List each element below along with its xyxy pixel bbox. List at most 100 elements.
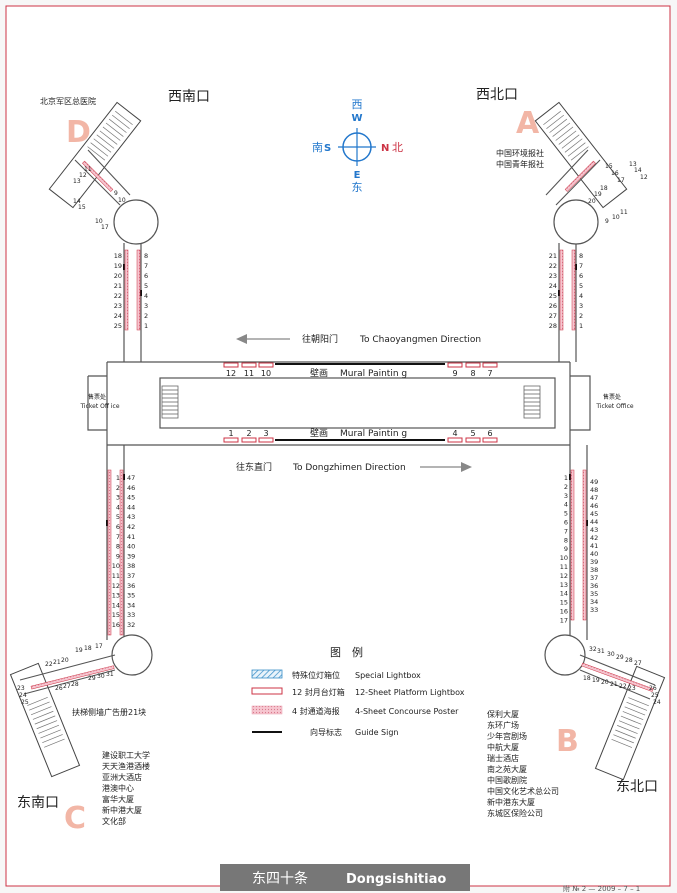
platform-number: 12 (226, 369, 236, 378)
stair-numbers-b: 32 31 30 29 28 27 18 19 20 21 22 23 26 2… (583, 646, 661, 706)
corridor-number: 45 (590, 510, 598, 518)
stair-number: 29 (616, 654, 624, 661)
corridor-number: 35 (590, 590, 598, 598)
corridor-number: 4 (116, 503, 120, 511)
corridor-number: 16 (112, 621, 120, 629)
corridor-number: 16 (560, 608, 568, 616)
stair-numbers-c: 22 21 20 19 18 17 26 27 28 29 30 31 23 2… (17, 643, 114, 706)
compass-north: N (381, 143, 389, 154)
landmark: 中国环境报社 (496, 148, 544, 158)
stair-number: 27 (634, 660, 642, 667)
platform-number: 8 (470, 369, 475, 378)
corridor-number: 40 (590, 550, 598, 558)
corridor-number: 7 (144, 262, 148, 270)
corridor-number: 46 (127, 484, 135, 492)
corridor-number: 11 (560, 563, 568, 571)
landmark: 新中港东大厦 (487, 797, 535, 807)
compass-west: W (351, 113, 362, 124)
corridor-number: 15 (560, 599, 568, 607)
stair-passages (19, 149, 656, 700)
stair-number: 26 (55, 685, 63, 692)
corridor-number: 13 (560, 581, 568, 589)
platform-number: 4 (452, 429, 457, 438)
compass-south-cn: 南 (312, 141, 323, 154)
corridor-number: 44 (590, 518, 598, 526)
corridor-number: 1 (116, 474, 120, 482)
stair-number: 13 (73, 178, 81, 185)
footer-code: 附 № 2 — 2009 – 7 – 1 (563, 884, 640, 893)
corridor-number: 49 (590, 478, 598, 486)
stair-number: 26 (649, 685, 657, 692)
platform-number: 2 (246, 429, 251, 438)
landmark: 东环广场 (487, 720, 519, 730)
landmark: 建设职工大学 (102, 750, 150, 760)
stair-number: 21 (53, 659, 61, 666)
stair-number: 24 (19, 692, 27, 699)
corridor-number: 7 (116, 533, 120, 541)
platform-number: 1 (228, 429, 233, 438)
corridor-number: 47 (590, 494, 598, 502)
stair-number: 14 (73, 198, 81, 205)
platform-number: 10 (261, 369, 271, 378)
corridor-number: 3 (144, 302, 148, 310)
corridor-number: 19 (114, 262, 122, 270)
stair-numbers-a: 15 16 17 13 14 12 20 19 18 11 9 10 (588, 161, 648, 225)
landmark: 少年宫剧场 (487, 731, 527, 741)
corridor-number: 9 (116, 552, 120, 560)
corridor-number: 36 (127, 582, 135, 590)
corridor-number: 34 (127, 601, 135, 609)
landmark: 港澳中心 (102, 783, 134, 793)
ticket-office-left-en: Ticket Off ice (79, 403, 119, 410)
legend-item-cn: 特殊位灯箱位 (292, 670, 340, 680)
exit-c-name: 东南口 (17, 795, 59, 811)
direction-lower-cn: 往东直门 (236, 461, 272, 473)
corridor-number: 12 (560, 572, 568, 580)
exit-d-name: 西南口 (168, 89, 210, 105)
stair-number: 13 (629, 161, 637, 168)
platform-number: 3 (263, 429, 268, 438)
corridor-number: 34 (590, 598, 598, 606)
platform-lightboxes (223, 362, 498, 443)
exit-a-landmarks: 中国环境报社 中国青年报社 (496, 148, 544, 169)
corridor-number: 39 (127, 552, 135, 560)
corridor-number: 5 (579, 282, 583, 290)
platform-number: 6 (487, 429, 492, 438)
landmark: 天天渔港酒楼 (102, 761, 150, 771)
stair-number: 27 (63, 683, 71, 690)
corridor-number: 41 (590, 542, 598, 550)
stair-number: 15 (78, 204, 86, 211)
compass-north-cn: 北 (392, 141, 403, 154)
stair-poster-strips (30, 160, 654, 692)
stair-number: 18 (600, 185, 608, 192)
corridor-number: 37 (127, 572, 135, 580)
stair-number: 9 (114, 190, 118, 197)
landmark: 保利大厦 (487, 709, 519, 719)
stair-number: 14 (634, 167, 642, 174)
exit-d-landmark: 北京军区总医院 (40, 96, 96, 106)
landmark: 中国青年报社 (496, 159, 544, 169)
platform-number: 7 (487, 369, 492, 378)
platform-number: 11 (244, 369, 254, 378)
exit-a-name: 西北口 (476, 87, 518, 103)
corridor-number: 3 (564, 492, 568, 500)
corridor-number: 41 (127, 533, 135, 541)
corridor-number: 25 (114, 322, 122, 330)
corridor-number: 43 (590, 526, 598, 534)
corridor-poster-strips (107, 249, 587, 636)
stairway-a (534, 101, 628, 209)
corridor-number: 22 (114, 292, 122, 300)
corridor-number: 2 (144, 312, 148, 320)
corridor-number: 14 (560, 590, 568, 598)
corridor-number: 42 (127, 523, 135, 531)
corridor-number: 25 (549, 292, 557, 300)
corridor-number: 40 (127, 543, 135, 551)
mural-lower-cn: 壁画 (310, 427, 328, 439)
corridor-number: 4 (564, 501, 568, 509)
stair-number: 30 (607, 651, 615, 658)
corridor-number: 8 (116, 543, 120, 551)
corridor-number: 14 (112, 601, 120, 609)
corridor-number: 44 (127, 503, 135, 511)
corridor-number: 6 (116, 523, 120, 531)
